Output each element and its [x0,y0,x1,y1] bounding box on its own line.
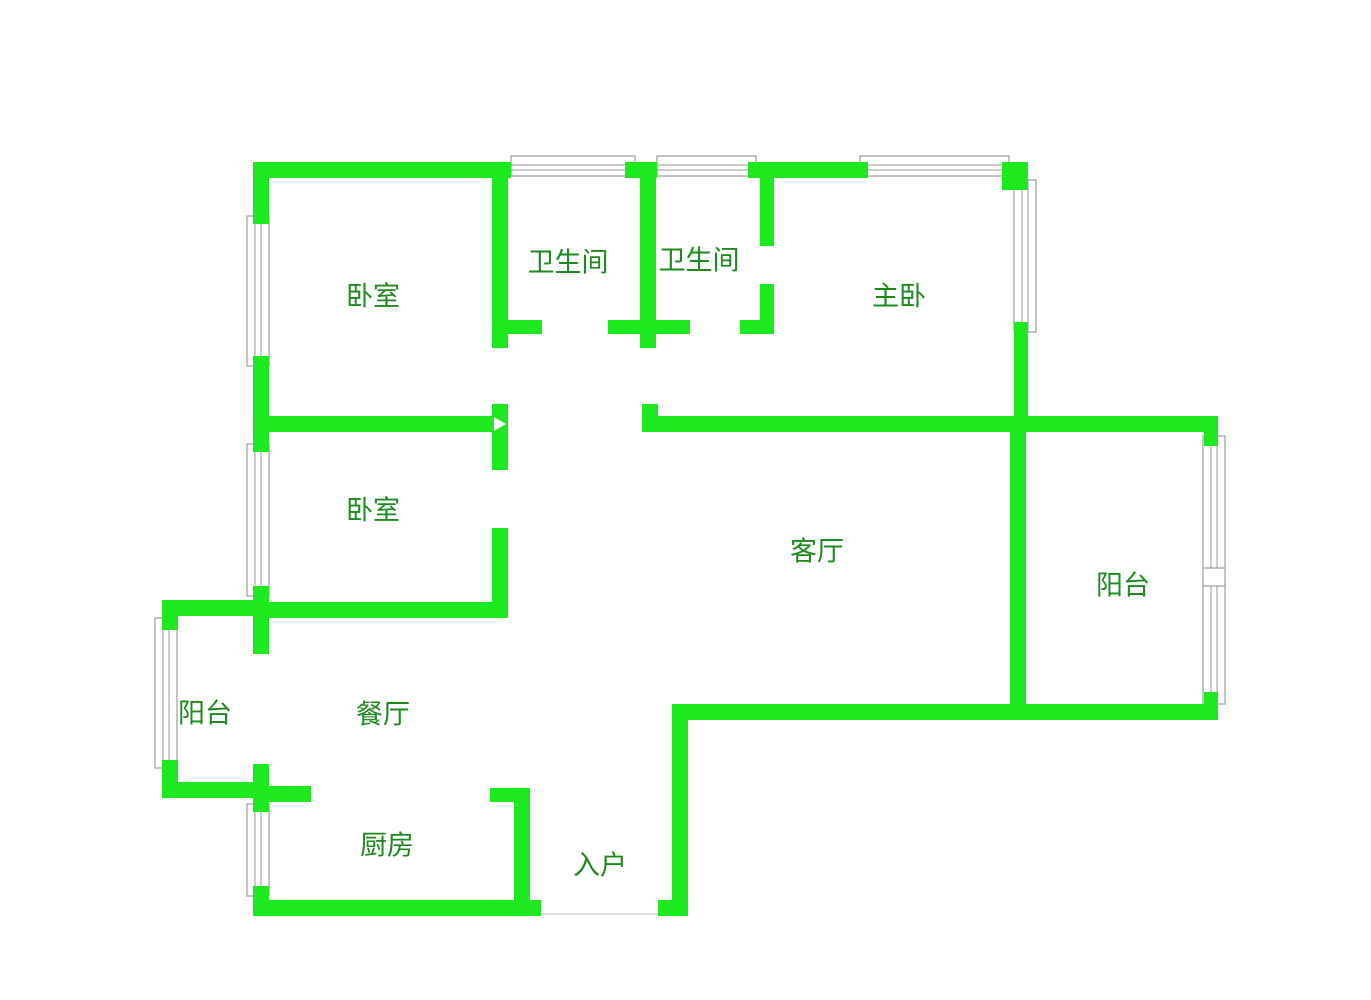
wall [1014,322,1028,432]
wall [760,162,774,246]
label-bedroom-mid: 卧室 [346,496,400,527]
window-left-bedroom-top [246,215,270,367]
label-master-bedroom: 主卧 [872,282,926,313]
wall [748,162,868,178]
window-right-master [1013,179,1037,333]
window-top-master [859,155,1010,177]
wall [1002,162,1028,190]
window-left-bedroom-mid [246,443,270,597]
label-bath-1: 卫生间 [528,248,609,279]
wall [658,900,688,916]
label-bedroom-top: 卧室 [346,282,400,313]
window-right-balcony [1202,435,1226,705]
wall [1010,432,1026,720]
door-marker-icon [494,417,506,431]
wall [740,320,774,334]
label-balcony-left: 阳台 [178,699,232,730]
wall [492,404,508,470]
wall [672,704,1218,720]
label-balcony-right: 阳台 [1096,571,1150,602]
wall [253,162,511,178]
wall [253,602,508,618]
wall [253,416,508,432]
wall [162,600,269,616]
window-top-bath2 [656,155,757,177]
wall [253,900,541,916]
wall [1204,416,1218,446]
wall [162,600,178,630]
wall [253,162,269,224]
wall [492,528,508,618]
wall [642,416,1218,432]
wall [162,782,269,798]
label-bath-2: 卫生间 [659,246,740,277]
room-labels: 卧室 卫生间 卫生间 主卧 卧室 客厅 阳台 阳台 餐厅 厨房 入户 [178,246,1150,882]
wall [253,356,269,452]
wall [514,788,530,916]
walls [162,162,1218,916]
wall [492,320,542,334]
wall [253,586,269,654]
label-dining-room: 餐厅 [356,700,410,731]
window-left-kitchen [246,803,270,897]
wall [672,704,688,916]
wall [608,320,690,334]
wall [492,162,508,348]
wall [640,162,656,348]
window-top-bath1 [510,155,636,177]
label-kitchen: 厨房 [360,831,414,862]
label-living-room: 客厅 [790,537,844,568]
wall [253,786,311,802]
window-left-balcony [154,617,178,769]
label-entrance: 入户 [573,851,627,882]
